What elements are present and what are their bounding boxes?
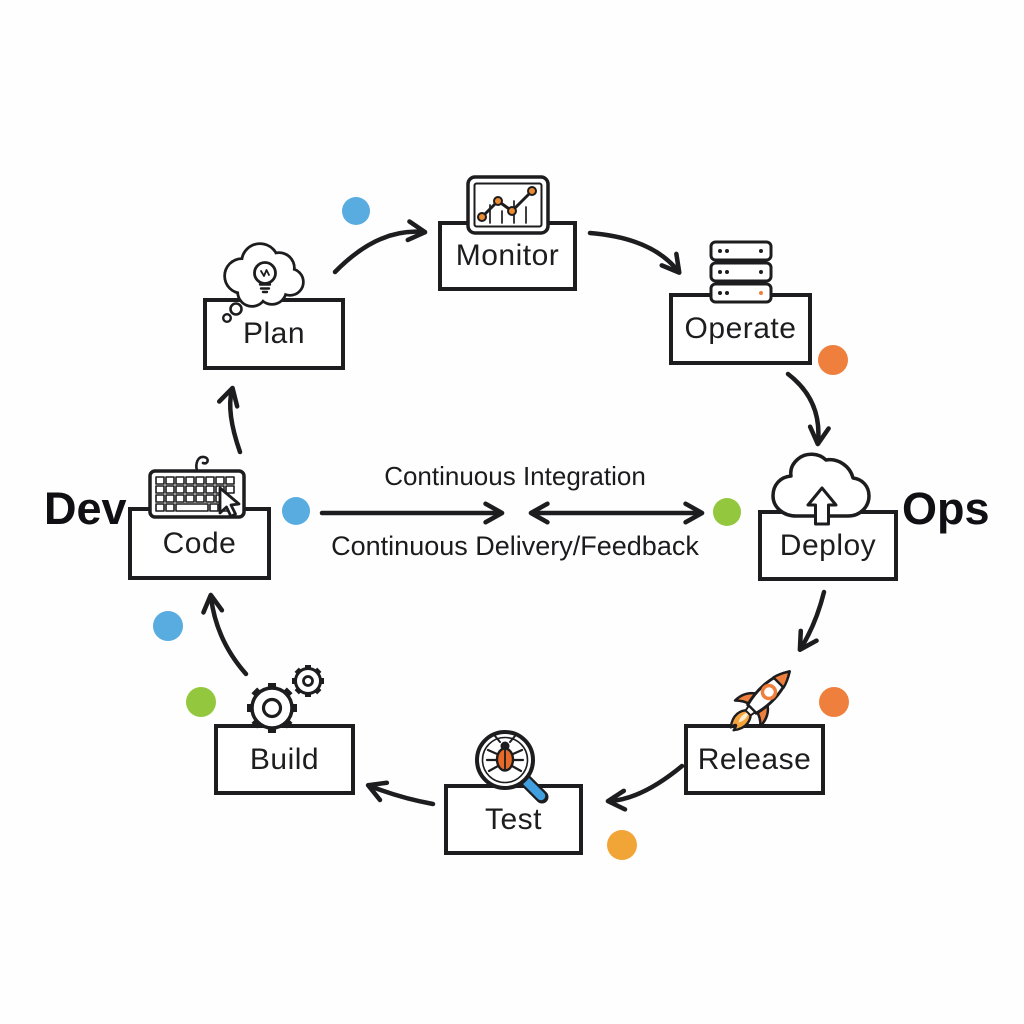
dev-label: Dev [44, 483, 127, 534]
accent-dot-orange [818, 345, 848, 375]
stage-label-build: Build [249, 742, 320, 776]
gears-icon [247, 665, 324, 733]
accent-dot-orange [819, 687, 849, 717]
accent-dot-green [713, 498, 741, 526]
stage-label-operate: Operate [684, 312, 797, 345]
stage-label-code: Code [162, 526, 237, 560]
arrow-deploy-to-release [797, 589, 827, 653]
rocket-icon [729, 670, 791, 732]
bug-magnifier-icon [475, 730, 549, 804]
arrow-plan-to-monitor [332, 219, 428, 275]
continuous-integration-label: Continuous Integration [384, 461, 646, 491]
stage-box-test: Test [444, 784, 583, 855]
stage-label-test: Test [484, 802, 543, 836]
stage-box-code: Code [128, 507, 271, 580]
arrow-monitor-to-operate [587, 230, 682, 275]
arrow-code-to-plan [216, 385, 243, 455]
stage-box-monitor: Monitor [438, 221, 577, 291]
arrow-test-to-build [365, 780, 436, 807]
accent-dot-blue [153, 611, 183, 641]
stage-label-plan: Plan [242, 317, 306, 350]
ops-label: Ops [902, 483, 990, 534]
accent-dot-blue [342, 197, 370, 225]
stage-label-release: Release [697, 742, 812, 776]
accent-dot-green [186, 687, 216, 717]
arrow-operate-to-deploy [785, 371, 831, 447]
server-stack-icon [709, 240, 773, 304]
stage-label-deploy: Deploy [779, 528, 877, 562]
accent-dot-amber [607, 830, 637, 860]
stage-box-release: Release [684, 724, 825, 795]
arrow-build-to-code [201, 592, 249, 677]
keyboard-cursor-icon [148, 455, 246, 519]
accent-dot-blue [282, 497, 310, 525]
arrow-release-to-test [605, 763, 685, 812]
thought-lightbulb-icon [221, 242, 305, 323]
continuous-delivery-label: Continuous Delivery/Feedback [331, 531, 699, 561]
cloud-upload-icon [771, 452, 871, 526]
stage-label-monitor: Monitor [455, 239, 560, 272]
chart-monitor-icon [466, 175, 550, 235]
